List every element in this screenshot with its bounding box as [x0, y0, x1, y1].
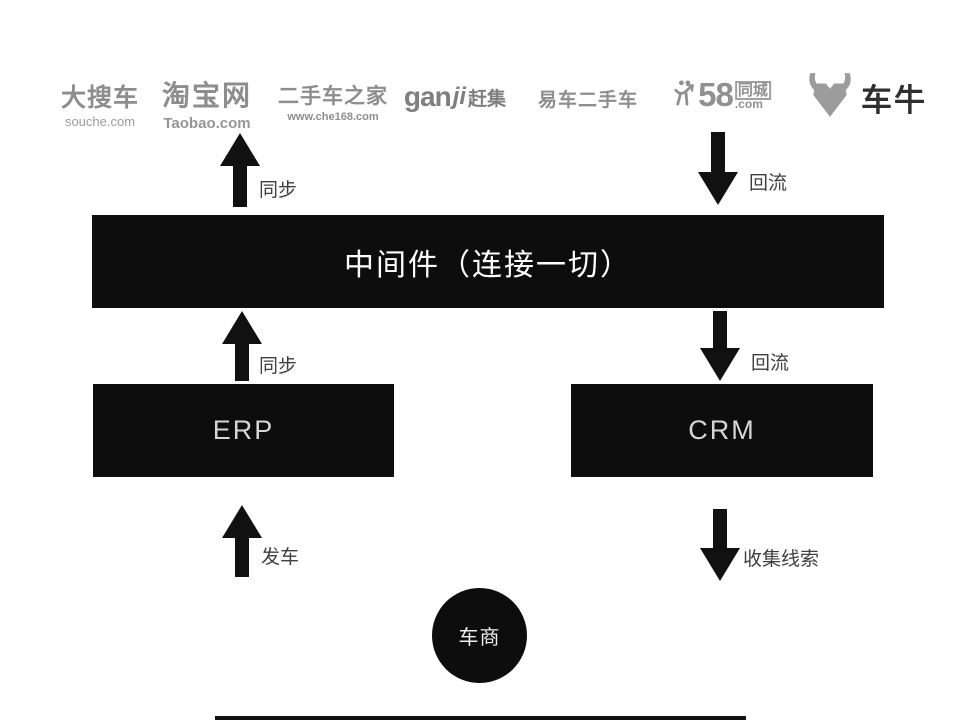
logo-che168-title: 二手车之家	[278, 85, 388, 108]
crm-box: CRM	[571, 384, 873, 477]
dealer-label: 车商	[458, 627, 501, 649]
flow-label-collect-leads: 收集线索	[743, 549, 820, 570]
logo-58tongcheng: 58 同城 .com	[673, 76, 771, 114]
logo-58-city: 同城	[734, 80, 771, 100]
arrow-stem	[233, 161, 247, 207]
arrow-head	[700, 348, 740, 381]
arrow-stem	[713, 311, 727, 353]
arrow-head	[700, 548, 740, 581]
flow-label-sync-top: 同步	[259, 180, 298, 201]
arrow-stem	[235, 339, 249, 381]
arrow-down-backflow-mid	[700, 311, 740, 381]
logo-taobao: 淘宝网 Taobao.com	[162, 74, 252, 132]
flow-label-sync-mid: 同步	[259, 356, 298, 377]
58-figure-icon	[673, 79, 697, 112]
arrow-stem	[713, 509, 727, 553]
crm-label: CRM	[688, 415, 756, 445]
arrow-head	[222, 505, 262, 538]
arrow-up-dispatch	[222, 505, 262, 577]
dealer-circle: 车商	[432, 588, 527, 683]
logo-58-number: 58	[698, 76, 734, 113]
logo-souche: 大搜车 souche.com	[61, 78, 139, 129]
logo-ganji-ji: ji	[452, 83, 467, 110]
arrow-down-collect-leads	[700, 509, 740, 581]
arrow-head	[220, 133, 260, 166]
middleware-bar: 中间件（连接一切）	[92, 215, 884, 308]
logo-yiche: 易车二手车	[538, 85, 638, 112]
logo-che168: 二手车之家 www.che168.com	[278, 80, 388, 123]
arrow-head	[698, 172, 738, 205]
logo-taobao-domain: Taobao.com	[163, 115, 251, 132]
arrow-head	[222, 311, 262, 344]
logo-ganji-title: 赶集	[468, 88, 507, 110]
flow-label-dispatch: 发车	[261, 547, 300, 568]
arrow-up-sync-mid	[222, 311, 262, 381]
middleware-label: 中间件（连接一切）	[344, 248, 632, 282]
flow-label-backflow-mid: 回流	[751, 353, 790, 374]
flow-label-backflow-top: 回流	[749, 173, 788, 194]
erp-box: ERP	[93, 384, 394, 477]
arrow-down-backflow-top	[698, 132, 738, 205]
logo-cheniu: 车牛	[805, 72, 927, 123]
bull-head-icon	[805, 72, 855, 123]
logo-cheniu-title: 车牛	[861, 83, 927, 118]
arrow-stem	[235, 533, 249, 577]
logo-yiche-title: 易车二手车	[537, 90, 639, 111]
logo-ganji-latin: gan	[403, 81, 452, 112]
logo-che168-domain: www.che168.com	[287, 111, 379, 123]
arrow-up-sync-top	[220, 133, 260, 207]
logo-souche-title: 大搜车	[60, 84, 140, 112]
arrow-stem	[711, 132, 725, 177]
logo-taobao-title: 淘宝网	[161, 80, 253, 111]
bottom-edge-bar	[215, 716, 746, 720]
erp-label: ERP	[212, 415, 275, 445]
logo-58-dotcom: .com	[734, 96, 763, 111]
logo-souche-domain: souche.com	[64, 114, 136, 129]
